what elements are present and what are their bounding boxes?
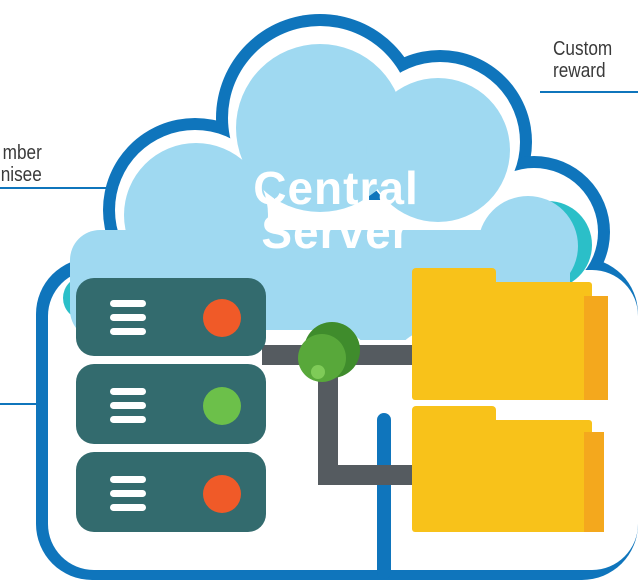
status-led-orange [203,475,241,513]
left-callout-label: mber nisee [1,142,42,186]
status-led-orange [203,299,241,337]
network-hub-icon [298,322,360,382]
status-led-green [203,387,241,425]
diagram-title: Central Server [236,162,436,258]
title-line-1: Central [253,162,419,214]
right-callout-label: Custom reward [553,38,612,82]
left-callout-line-2: nisee [0,164,42,186]
left-callout-line-1: mber [2,142,43,164]
server-unit-3 [76,452,266,532]
title-line-2: Server [261,206,411,258]
server-unit-2 [76,364,266,444]
server-unit-1 [76,278,266,356]
folder-icon [412,406,604,532]
server-rack-icon [76,278,266,532]
right-callout-line-2: reward [553,60,606,82]
folder-icon [412,268,608,400]
right-callout-line-1: Custom [553,38,613,60]
